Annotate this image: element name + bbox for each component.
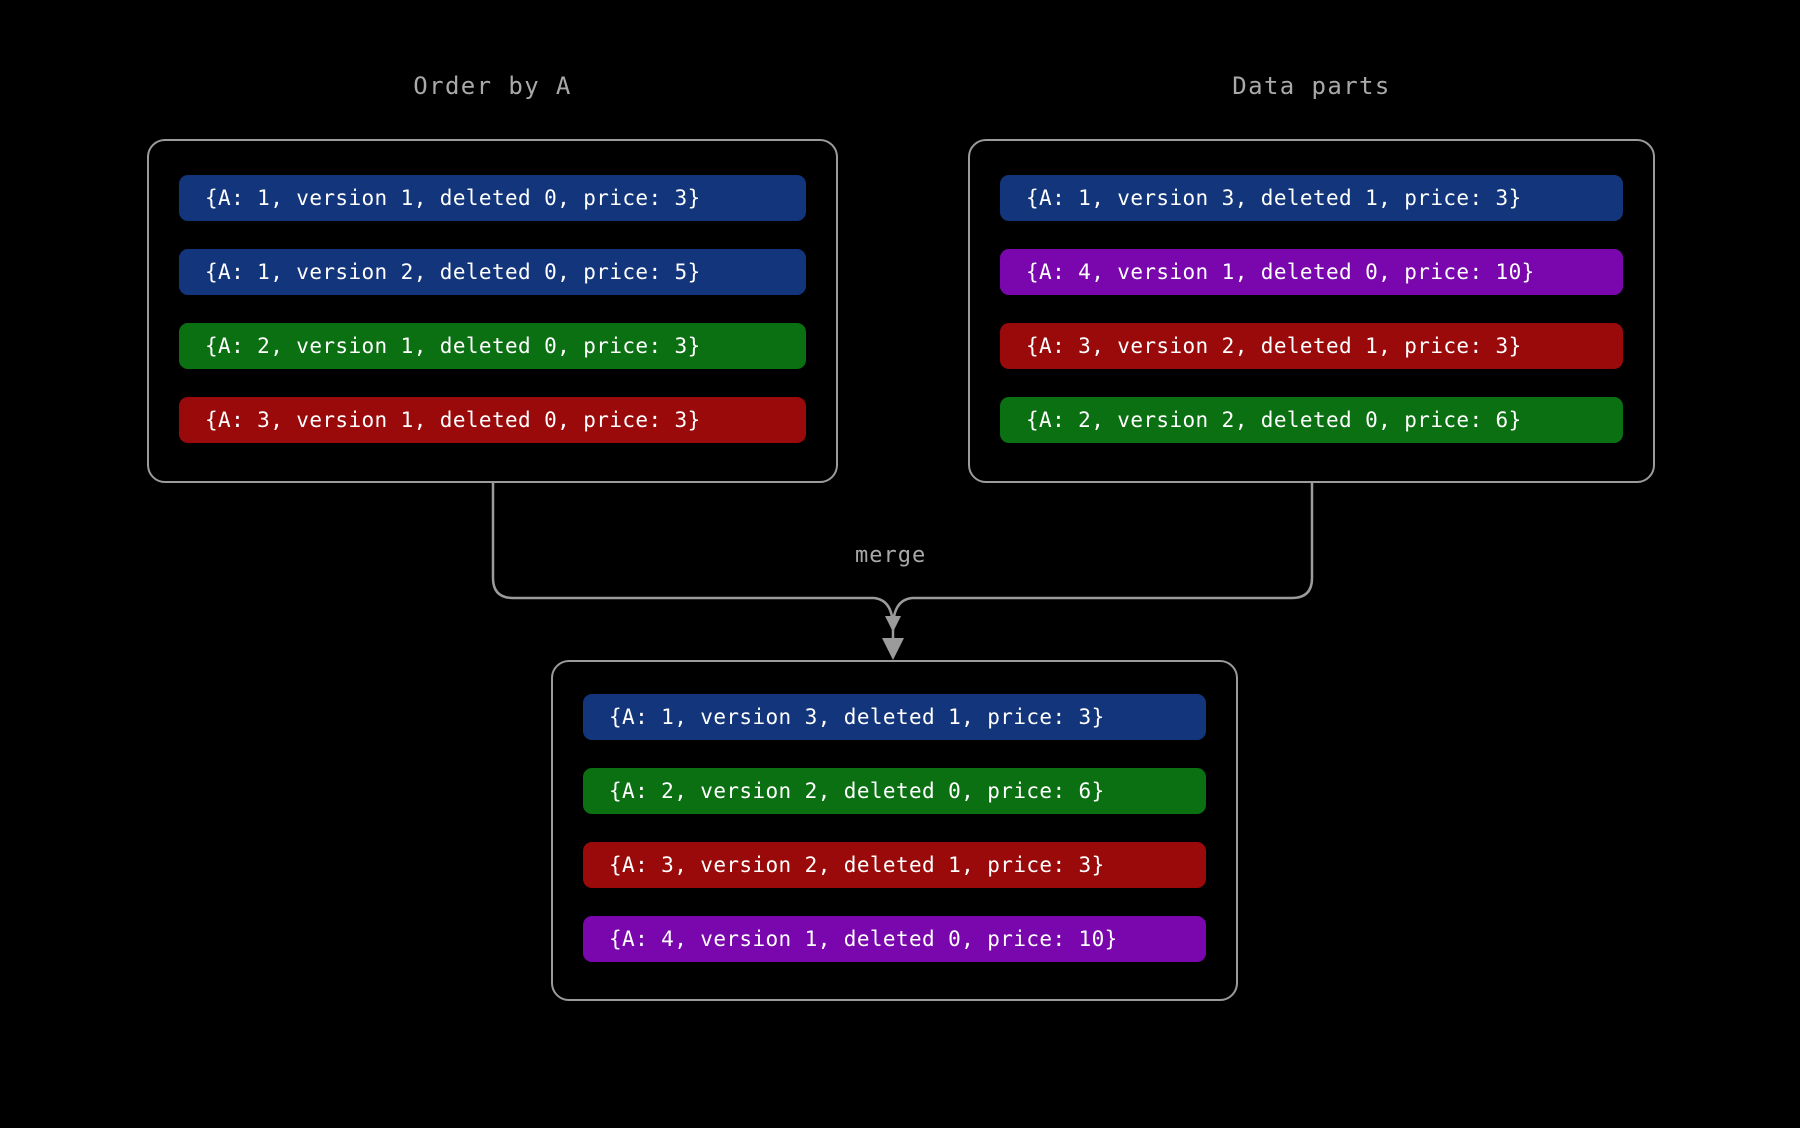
record-pill[interactable]: {A: 1, version 1, deleted 0, price: 3} [179,175,806,221]
connector-right-branch [912,483,1314,600]
merge-label: merge [855,543,927,568]
record-pill[interactable]: {A: 3, version 2, deleted 1, price: 3} [583,842,1206,888]
merge-arrowhead [882,638,904,660]
record-pill[interactable]: {A: 2, version 2, deleted 0, price: 6} [583,768,1206,814]
record-pill[interactable]: {A: 3, version 2, deleted 1, price: 3} [1000,323,1623,369]
record-pill[interactable]: {A: 1, version 2, deleted 0, price: 5} [179,249,806,295]
connector-join-right [891,596,913,629]
left-group-title: Order by A [413,72,572,100]
connector-join-left [873,596,895,629]
right-group-title: Data parts [1232,72,1391,100]
record-pill[interactable]: {A: 2, version 2, deleted 0, price: 6} [1000,397,1623,443]
record-pill[interactable]: {A: 4, version 1, deleted 0, price: 10} [1000,249,1623,295]
record-pill[interactable]: {A: 2, version 1, deleted 0, price: 3} [179,323,806,369]
connector-left-branch [491,483,874,600]
right-panel: {A: 1, version 3, deleted 1, price: 3} {… [968,139,1655,483]
left-panel-rows: {A: 1, version 1, deleted 0, price: 3} {… [149,141,836,481]
record-pill[interactable]: {A: 1, version 3, deleted 1, price: 3} [1000,175,1623,221]
record-pill[interactable]: {A: 3, version 1, deleted 0, price: 3} [179,397,806,443]
merge-join-arrowhead [885,616,901,632]
left-panel: {A: 1, version 1, deleted 0, price: 3} {… [147,139,838,483]
record-pill[interactable]: {A: 1, version 3, deleted 1, price: 3} [583,694,1206,740]
result-panel-rows: {A: 1, version 3, deleted 1, price: 3} {… [553,662,1236,999]
result-panel: {A: 1, version 3, deleted 1, price: 3} {… [551,660,1238,1001]
right-panel-rows: {A: 1, version 3, deleted 1, price: 3} {… [970,141,1653,481]
record-pill[interactable]: {A: 4, version 1, deleted 0, price: 10} [583,916,1206,962]
